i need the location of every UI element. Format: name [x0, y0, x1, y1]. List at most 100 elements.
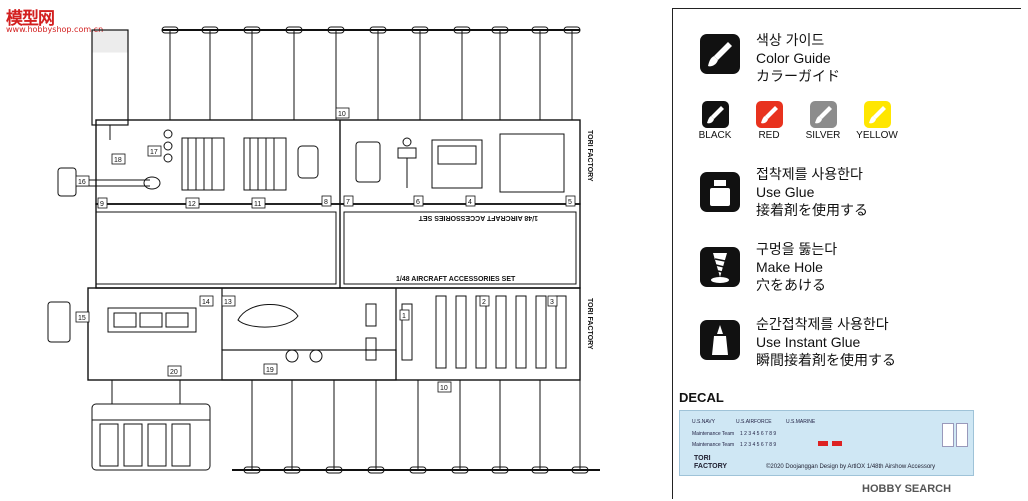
part-number-box-8: [321, 195, 332, 207]
swatch-black: [702, 101, 729, 128]
brush-icon: [815, 106, 832, 124]
color-guide-en: Color Guide: [756, 50, 831, 66]
part-20: [91, 403, 211, 471]
part-number-10-bottom: 10: [440, 385, 448, 392]
watermark-url: www.hobbyshop.com.cn: [6, 25, 104, 34]
use-glue-text: 접착제를 사용한다 Use Glue 接着剤を使用する: [756, 165, 868, 219]
part-number-13: 13: [224, 299, 232, 306]
brush-icon: [707, 106, 724, 124]
set-name: 1/48 AIRCRAFT ACCESSORIES SET: [396, 276, 516, 283]
swatch-label-silver: SILVER: [805, 130, 841, 141]
part-number-box-17: [147, 145, 162, 157]
sprue-diagram: TORI FACTORY TORI FACTORY 1/48 AIRCRAFT …: [47, 26, 600, 474]
part-number-box-7: [343, 195, 354, 207]
part-number-14: 14: [202, 299, 210, 306]
part-6: [397, 147, 417, 188]
part-number-6: 6: [416, 199, 420, 206]
instant-glue-ko: 순간접착제를 사용한다: [756, 316, 889, 332]
use-glue-ko: 접착제를 사용한다: [756, 166, 863, 182]
part-number-3: 3: [550, 299, 554, 306]
make-hole-ja: 穴をあける: [756, 277, 826, 293]
swatch-label-black: BLACK: [698, 130, 732, 141]
part-number-9: 9: [100, 201, 104, 208]
part-number-box-9: [97, 197, 108, 209]
part-number-box-1: [399, 309, 410, 321]
swatch-label-red: RED: [758, 130, 780, 141]
glue-bottle-icon: [700, 172, 740, 212]
part-number-20: 20: [170, 369, 178, 376]
part-11: [243, 137, 287, 191]
decal-row-label-2: Maintenance Team: [692, 442, 735, 448]
part-number-box-16: [75, 175, 90, 187]
instant-glue-ja: 瞬間接着剤を使用する: [756, 352, 896, 368]
bottom-runner-studs: [243, 380, 589, 474]
guide-panel: [672, 8, 1021, 499]
part-number-8: 8: [324, 199, 328, 206]
part-number-19: 19: [266, 367, 274, 374]
part-number-box-13: [221, 295, 236, 307]
part-number-box-2: [479, 295, 490, 307]
part-number-box-4: [465, 195, 476, 207]
instant-glue-text: 순간접착제를 사용한다 Use Instant Glue 瞬間接着剤を使用する: [756, 315, 896, 369]
part-number-box-15: [75, 311, 90, 323]
make-hole-en: Make Hole: [756, 259, 823, 275]
part-number-18: 18: [114, 157, 122, 164]
decal-digits-1: 1 2 3 4 5 6 7 8 9: [740, 431, 777, 437]
part-7: [355, 141, 381, 183]
part-number-box-11: [251, 197, 266, 209]
decal-row-label-1: Maintenance Team: [692, 431, 735, 437]
part-number-5: 5: [568, 199, 572, 206]
decal-marine: U.S.MARINE: [786, 419, 816, 425]
part-14: [107, 307, 197, 333]
instant-glue-en: Use Instant Glue: [756, 334, 861, 350]
part-number-box-10: [335, 107, 350, 119]
drill-icon: [700, 247, 740, 287]
part-number-box-10-bottom: [437, 381, 452, 393]
decal-navy: U.S.NAVY: [692, 419, 715, 425]
watermark-logo: 模型网 www.hobbyshop.com.cn: [4, 4, 103, 38]
brush-icon: [761, 106, 778, 124]
part-number-box-20: [167, 365, 182, 377]
part-number-box-14: [199, 295, 214, 307]
part-15: [47, 301, 71, 343]
brand-label-top: TORI FACTORY: [586, 130, 593, 182]
brand-label-bottom: TORI FACTORY: [586, 298, 593, 350]
part-number-2: 2: [482, 299, 486, 306]
hobby-search-watermark: HOBBY SEARCH: [862, 483, 952, 495]
color-guide-text: 색상 가이드 Color Guide カラーガイド: [756, 31, 840, 85]
part-13: [237, 304, 299, 328]
swatch-yellow: [864, 101, 891, 128]
part-16: [57, 167, 77, 197]
part-number-box-3: [547, 295, 558, 307]
decal-digits-2: 1 2 3 4 5 6 7 8 9: [740, 442, 777, 448]
part-number-box-12: [185, 197, 200, 209]
part-number-box-18: [111, 153, 126, 165]
color-guide-ja: カラーガイド: [756, 68, 840, 84]
instant-glue-icon: [700, 320, 740, 360]
part-number-4: 4: [468, 199, 472, 206]
use-glue-ja: 接着剤を使用する: [756, 202, 868, 218]
decal-brand-logo: TORI FACTORY: [694, 455, 728, 470]
watermark-text: 模型网: [6, 9, 55, 29]
make-hole-text: 구멍을 뚫는다 Make Hole 穴をあける: [756, 240, 837, 294]
swatch-red: [756, 101, 783, 128]
part-number-1: 1: [402, 313, 406, 320]
part-number-17: 17: [150, 149, 158, 156]
part-number-box-19: [263, 363, 278, 375]
part-number-16: 16: [78, 179, 86, 186]
decal-footer: ©2020 Doojanggan Design by ArtlOX 1/48th…: [766, 464, 936, 470]
decal-sheet: U.S.NAVY U.S.AIRFORCE U.S.MARINE Mainten…: [679, 410, 974, 476]
part-5: [499, 133, 565, 193]
part-number-11: 11: [254, 201, 261, 208]
part-number-box-5: [565, 195, 576, 207]
part-number-15: 15: [78, 315, 86, 322]
part-number-7: 7: [346, 199, 350, 206]
part-4: [431, 139, 483, 189]
decal-title: DECAL: [679, 390, 724, 405]
swatch-silver: [810, 101, 837, 128]
top-runner-studs: [161, 26, 581, 120]
part-number-12: 12: [188, 201, 196, 208]
decal-airforce: U.S.AIRFORCE: [736, 419, 772, 425]
